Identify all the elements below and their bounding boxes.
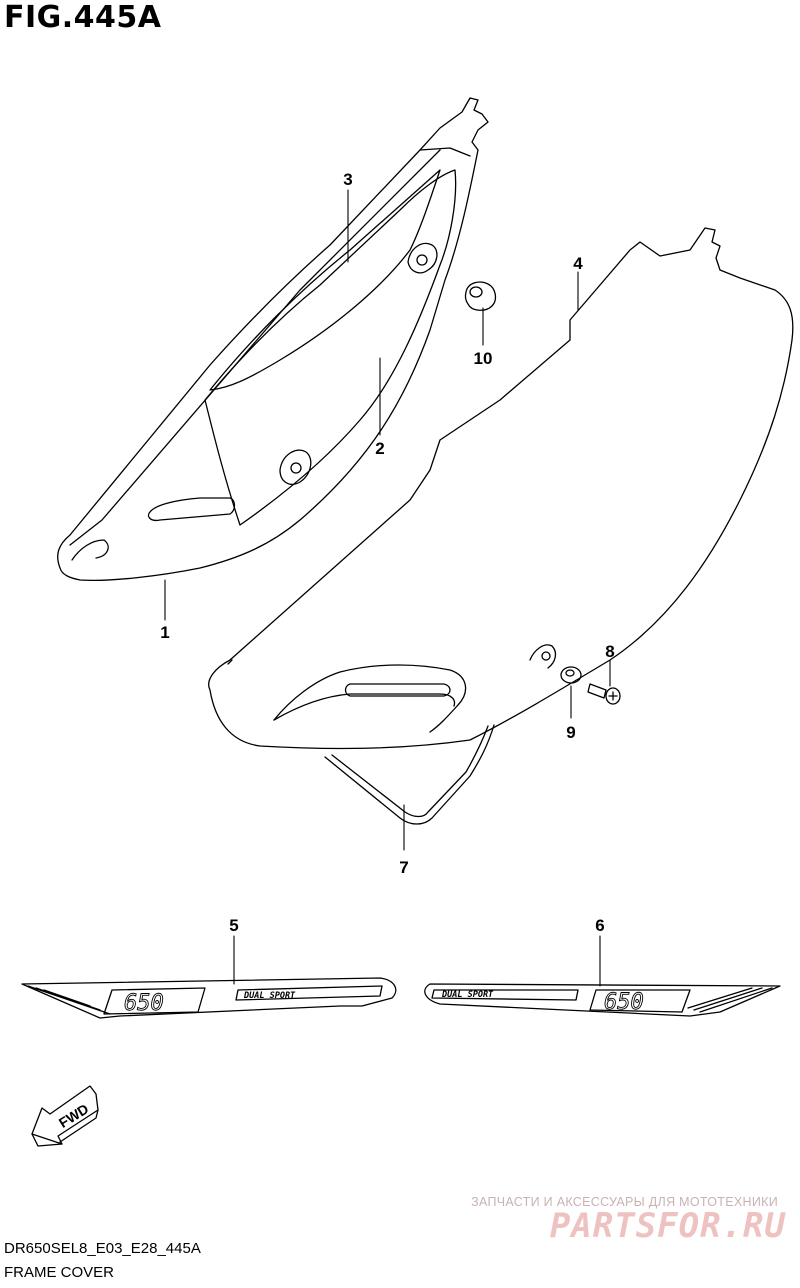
part-6-right-decal: [424, 983, 781, 1017]
callout-9: 9: [566, 723, 575, 742]
callout-4: 4: [573, 254, 583, 273]
part-7-cushion: [324, 724, 495, 825]
callout-10: 10: [474, 349, 493, 368]
callout-3: 3: [343, 170, 352, 189]
callout-5: 5: [229, 916, 238, 935]
part-8-screw: [587, 683, 621, 705]
callout-2: 2: [375, 439, 384, 458]
right-decal-model-text: 650: [604, 990, 644, 1015]
model-code-label: DR650SEL8_E03_E28_445A: [4, 1240, 201, 1257]
right-decal-brand-text: DUAL SPORT: [441, 990, 494, 1000]
watermark-logo: PARTSFOR.RU: [549, 1206, 786, 1246]
part-5-left-decal: [21, 977, 397, 1019]
fwd-arrow-icon: [31, 1085, 99, 1147]
part-3-rubber-strip: [209, 169, 441, 391]
callout-1: 1: [160, 623, 169, 642]
leader-lines: [164, 189, 611, 987]
callout-6: 6: [595, 916, 604, 935]
callout-8: 8: [605, 642, 614, 661]
part-1-left-side-cover: [57, 97, 489, 582]
figure-title: FIG.445A: [4, 0, 162, 35]
watermark-tagline: ЗАПЧАСТИ И АКСЕССУАРЫ ДЛЯ МОТОТЕХНИКИ: [471, 1195, 778, 1209]
section-label: FRAME COVER: [4, 1264, 115, 1281]
part-4-right-side-cover: [208, 227, 794, 750]
part-9-washer: [560, 666, 582, 684]
callout-7: 7: [399, 858, 408, 877]
left-decal-brand-text: DUAL SPORT: [243, 991, 296, 1001]
left-decal-model-text: 650: [124, 991, 164, 1016]
part-10-grommet: [464, 281, 497, 311]
